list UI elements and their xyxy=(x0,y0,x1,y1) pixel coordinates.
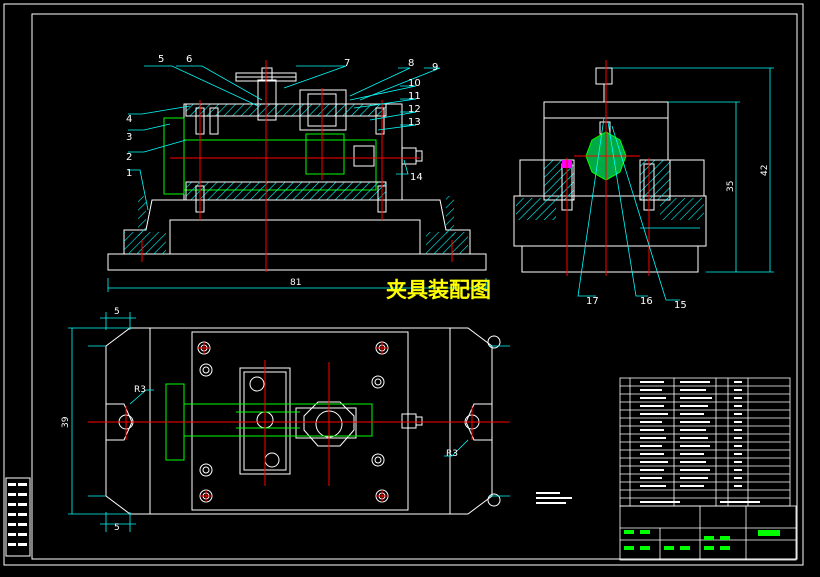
plan-radius-right: R3 xyxy=(446,449,458,459)
svg-text:11: 11 xyxy=(408,91,421,102)
title-block-marks xyxy=(624,530,780,550)
side-height-dimension-outer: 42 xyxy=(760,165,770,176)
svg-text:13: 13 xyxy=(408,117,421,128)
left-margin-block xyxy=(5,477,31,557)
svg-text:6: 6 xyxy=(186,54,192,65)
side-view-dimensions xyxy=(577,67,774,301)
svg-text:1: 1 xyxy=(126,168,132,179)
side-height-dimension-inner: 35 xyxy=(726,181,736,192)
front-view-centerlines xyxy=(141,60,453,272)
front-width-dimension: 81 xyxy=(290,278,301,288)
sheet-outer-border xyxy=(3,3,804,566)
plan-radius-left: R3 xyxy=(134,385,146,395)
svg-text:2: 2 xyxy=(126,152,132,163)
plan-view-dimensions xyxy=(68,312,510,532)
side-view-labels: 17 16 15 xyxy=(586,296,687,311)
front-view-part-labels: 5 6 7 8 9 10 11 12 13 14 4 3 2 1 xyxy=(126,54,438,183)
side-view-centerlines xyxy=(566,60,650,276)
svg-text:4: 4 xyxy=(126,114,132,125)
drawing-title: 夹具装配图 xyxy=(386,277,491,302)
plan-height-dimension: 39 xyxy=(61,416,71,428)
plan-view-centerlines xyxy=(88,342,510,502)
svg-text:3: 3 xyxy=(126,132,132,143)
svg-text:12: 12 xyxy=(408,104,421,115)
svg-text:9: 9 xyxy=(432,62,438,73)
plan-offset-top-dimension: 5 xyxy=(114,307,120,317)
svg-text:10: 10 xyxy=(408,78,421,89)
technical-notes-block xyxy=(536,492,572,504)
svg-text:15: 15 xyxy=(674,300,687,311)
front-view-leaders xyxy=(107,65,487,292)
parts-list-entries xyxy=(640,381,760,503)
svg-text:5: 5 xyxy=(158,54,164,65)
plan-view xyxy=(105,327,501,515)
svg-text:17: 17 xyxy=(586,296,599,307)
front-view xyxy=(107,67,487,271)
svg-text:16: 16 xyxy=(640,296,653,307)
svg-text:14: 14 xyxy=(410,172,423,183)
plan-offset-bottom-dimension: 5 xyxy=(114,523,120,533)
svg-text:8: 8 xyxy=(408,58,414,69)
sheet-inner-border xyxy=(31,13,798,560)
svg-text:7: 7 xyxy=(344,58,350,69)
